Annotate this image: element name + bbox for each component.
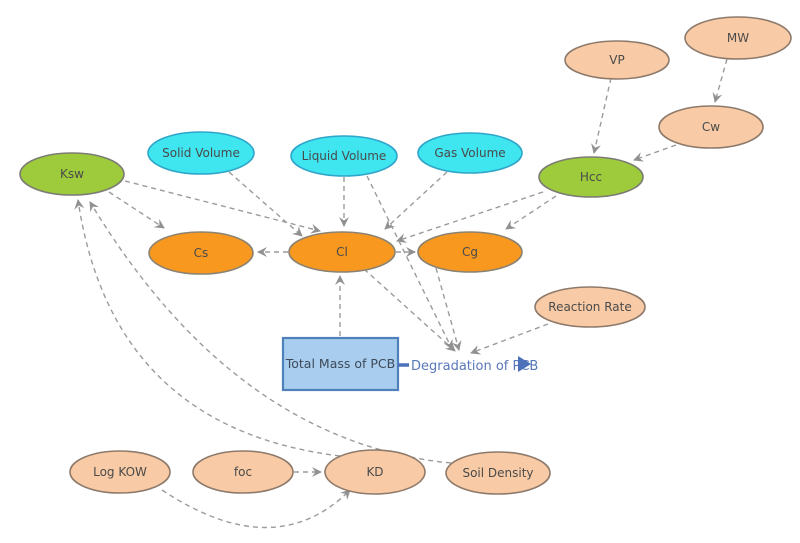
connector-cl-degradation — [363, 268, 456, 352]
node-reaction-rate-shape[interactable] — [534, 286, 646, 328]
node-cl[interactable]: Cl — [288, 231, 396, 273]
node-solid-volume[interactable]: Solid Volume — [147, 131, 255, 175]
node-solid-volume-label: Solid Volume — [162, 146, 240, 160]
flow-degradation-label: Degradation of PCB — [411, 359, 538, 374]
node-cw-label: Cw — [702, 120, 720, 134]
node-soil-density-shape[interactable] — [445, 451, 551, 495]
node-mw-label: MW — [727, 31, 749, 45]
node-cl-label: Cl — [336, 245, 348, 259]
node-soil-density-label: Soil Density — [462, 466, 533, 480]
node-foc[interactable]: foc — [192, 450, 294, 494]
node-kd[interactable]: KD — [324, 449, 426, 495]
node-log-kow[interactable]: Log KOW — [69, 450, 171, 494]
node-liquid-volume[interactable]: Liquid Volume — [290, 135, 398, 177]
node-log-kow-label: Log KOW — [93, 465, 147, 479]
node-solid-volume-shape[interactable] — [147, 131, 255, 175]
node-mw[interactable]: MW — [684, 16, 792, 60]
node-ksw[interactable]: Ksw — [19, 152, 125, 196]
connector-ksw-cl — [124, 180, 321, 234]
node-gas-volume-label: Gas Volume — [434, 146, 505, 160]
stock-total-mass-label: Total Mass of PCB — [285, 356, 395, 371]
node-reaction-rate[interactable]: Reaction Rate — [534, 286, 646, 328]
node-foc-shape[interactable] — [192, 450, 294, 494]
node-liquid-volume-shape[interactable] — [290, 135, 398, 177]
node-mw-shape[interactable] — [684, 16, 792, 60]
node-liquid-volume-label: Liquid Volume — [302, 149, 387, 163]
node-cw-shape[interactable] — [658, 105, 764, 149]
connector-soil-density-ksw — [89, 201, 452, 464]
node-cw[interactable]: Cw — [658, 105, 764, 149]
node-cs[interactable]: Cs — [148, 231, 254, 275]
node-vp[interactable]: VP — [564, 40, 670, 80]
node-kd-shape[interactable] — [324, 449, 426, 495]
flow-arrowhead-icon — [518, 356, 531, 372]
connector-ksw-cs — [108, 191, 165, 229]
connector-vp-hcc — [591, 77, 612, 154]
connector-gas-volume-cl — [384, 171, 448, 230]
node-hcc-shape[interactable] — [538, 156, 644, 198]
connector-reaction-rate-degradation — [470, 323, 549, 355]
node-cs-shape[interactable] — [148, 231, 254, 275]
node-soil-density[interactable]: Soil Density — [445, 451, 551, 495]
node-hcc[interactable]: Hcc — [538, 156, 644, 198]
node-cg-shape[interactable] — [417, 231, 523, 273]
connector-log-kow-kd — [161, 489, 351, 529]
node-reaction-rate-label: Reaction Rate — [548, 300, 631, 314]
connector-hcc-cl — [396, 191, 544, 243]
node-kd-label: KD — [366, 465, 383, 479]
node-ksw-label: Ksw — [60, 167, 84, 181]
node-ksw-shape[interactable] — [19, 152, 125, 196]
flow-degradation-of-pcb[interactable]: Degradation of PCB — [398, 356, 538, 374]
node-vp-shape[interactable] — [564, 40, 670, 80]
connector-mw-cw — [712, 58, 728, 103]
node-vp-label: VP — [609, 53, 624, 67]
node-hcc-label: Hcc — [580, 170, 602, 184]
node-gas-volume[interactable]: Gas Volume — [417, 132, 523, 174]
node-cl-shape[interactable] — [288, 231, 396, 273]
stock-total-mass-of-pcb[interactable]: Total Mass of PCB — [281, 336, 400, 392]
node-cg[interactable]: Cg — [417, 231, 523, 273]
connector-kd-ksw — [74, 199, 341, 457]
node-cs-label: Cs — [194, 246, 209, 260]
connector-cw-hcc — [633, 144, 677, 162]
connector-solid-volume-cl — [228, 171, 303, 237]
connector-hcc-cg — [505, 195, 557, 230]
node-cg-label: Cg — [462, 245, 478, 259]
node-gas-volume-shape[interactable] — [417, 132, 523, 174]
node-foc-label: foc — [234, 465, 252, 479]
node-log-kow-shape[interactable] — [69, 450, 171, 494]
